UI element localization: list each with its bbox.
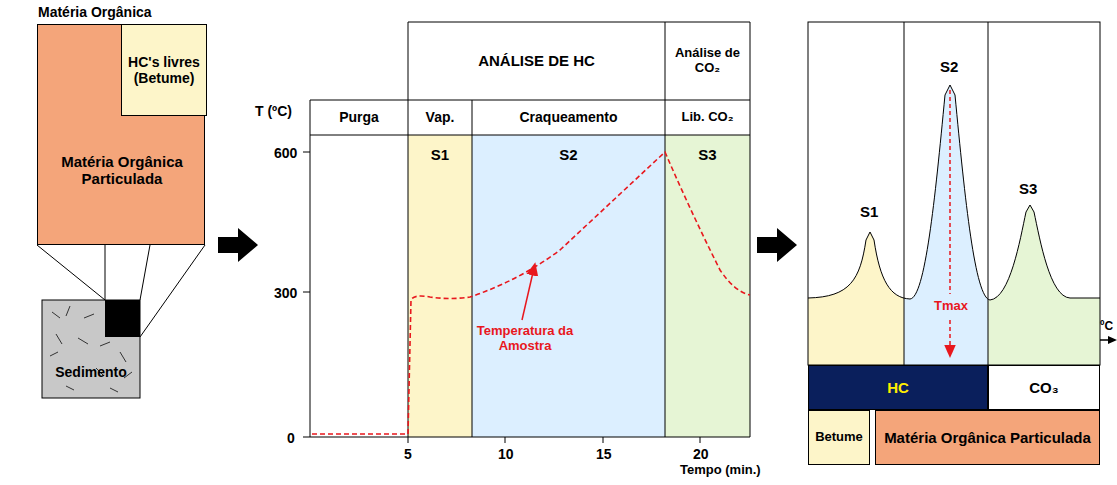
leader-line bbox=[522, 268, 534, 320]
node-text: Sedimento bbox=[55, 364, 127, 380]
axis-label: Temperatura da Amostra bbox=[470, 324, 580, 354]
chart-frame bbox=[303, 22, 750, 443]
axis-label: 20 bbox=[693, 446, 709, 462]
label-box: Sedimento bbox=[42, 355, 140, 389]
band-s2 bbox=[472, 135, 665, 437]
node-text: HC's livres (Betume) bbox=[125, 54, 203, 86]
band-s3 bbox=[665, 135, 750, 437]
node-text: S2 bbox=[559, 146, 577, 163]
axis-label: Tempo (min.) bbox=[680, 463, 761, 478]
label-box: ANÁLISE DE HC bbox=[408, 22, 665, 100]
axis-label: S3 bbox=[1019, 180, 1037, 197]
axis-label: 0 bbox=[287, 430, 295, 446]
label-box: Craqueamento bbox=[472, 100, 665, 135]
label-box: Análise de CO₂ bbox=[665, 22, 750, 100]
node-text: Matéria Orgânica Particulada bbox=[884, 429, 1091, 446]
node-text: Vap. bbox=[426, 109, 455, 125]
label-box: CO₃ bbox=[988, 365, 1100, 410]
axis-label: 15 bbox=[596, 446, 612, 462]
band-s1 bbox=[408, 135, 472, 437]
label-box: Purga bbox=[310, 100, 408, 135]
node-text: HC bbox=[887, 379, 909, 396]
temperature-curve bbox=[312, 152, 750, 434]
sediment-sample bbox=[42, 300, 140, 398]
node-text: Matéria Orgânica bbox=[38, 4, 152, 20]
axis-label: 10 bbox=[498, 446, 514, 462]
label-box: Lib. CO₂ bbox=[665, 100, 750, 135]
axis-label: 5 bbox=[404, 446, 412, 462]
label-box: S2 bbox=[472, 140, 665, 170]
node-text: S1 bbox=[431, 146, 449, 163]
label-box: Matéria OrgânicaMatéria Orgânica Particu… bbox=[37, 24, 205, 245]
flow-arrow bbox=[757, 228, 797, 262]
axis-label: 300 bbox=[274, 285, 297, 301]
axis-label: Tmax bbox=[934, 299, 968, 314]
axis-label: T (ºC) bbox=[255, 103, 292, 119]
axis-label: 600 bbox=[274, 145, 297, 161]
node-text: Purga bbox=[339, 109, 379, 125]
label-box: S3 bbox=[665, 140, 750, 170]
label-box: HC bbox=[808, 365, 988, 410]
label-box: S1 bbox=[408, 140, 472, 170]
pyrogram bbox=[808, 22, 1117, 365]
node-text: ANÁLISE DE HC bbox=[478, 52, 595, 69]
zoom-lines bbox=[37, 245, 205, 337]
label-box: HC's livres (Betume) bbox=[121, 24, 207, 116]
node-text: Análise de CO₂ bbox=[668, 46, 747, 76]
node-text: S3 bbox=[698, 146, 716, 163]
label-box: Betume bbox=[808, 410, 870, 465]
node-text: Betume bbox=[815, 430, 863, 445]
node-text: Matéria Orgânica Particulada bbox=[42, 153, 202, 188]
axis-label: S2 bbox=[940, 58, 958, 75]
axis-label: ºC bbox=[1100, 320, 1113, 334]
axis-label: S1 bbox=[860, 203, 878, 220]
label-box: Vap. bbox=[408, 100, 472, 135]
node-text: CO₃ bbox=[1029, 379, 1058, 396]
flow-arrow bbox=[218, 228, 258, 262]
node-text: Lib. CO₂ bbox=[682, 110, 734, 125]
label-box: Matéria Orgânica Particulada bbox=[875, 410, 1100, 465]
node-text: Craqueamento bbox=[519, 109, 617, 125]
